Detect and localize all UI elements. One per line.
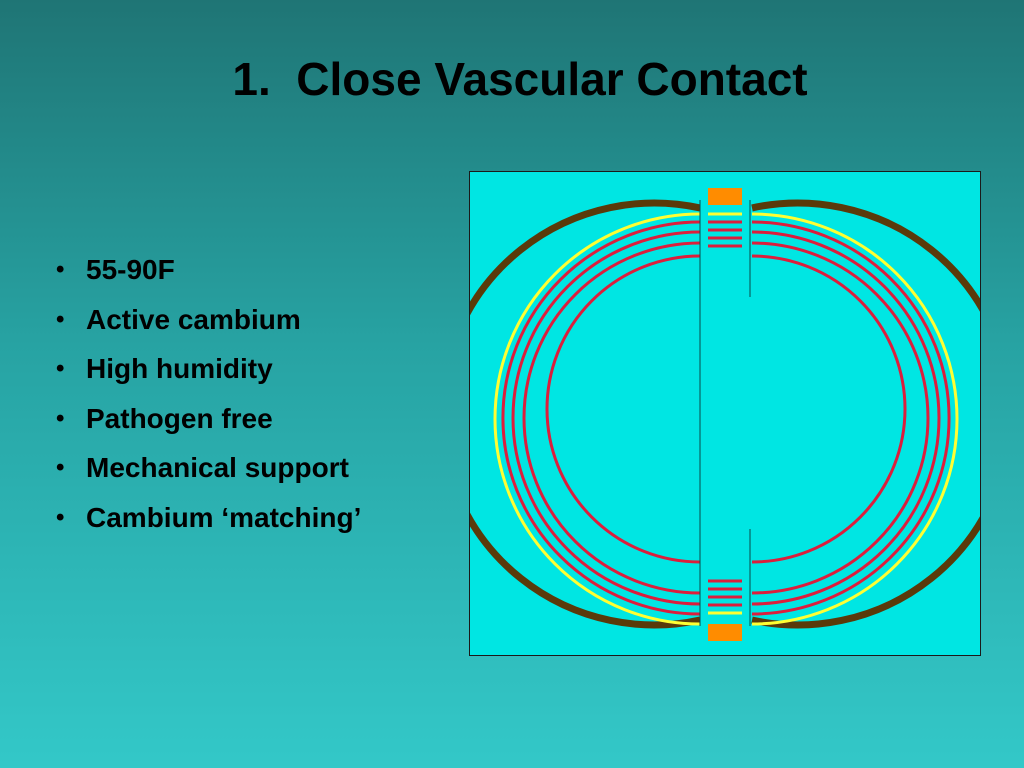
rootstock-vascular-ring-1: [501, 220, 701, 616]
rootstock-vascular-ring-4: [545, 254, 701, 564]
bullet-list: • 55-90F • Active cambium • High humidit…: [56, 248, 361, 545]
rootstock-vascular-ring-right-2: [751, 230, 941, 606]
bullet-text: Active cambium: [86, 303, 301, 335]
bullet-item-temperature: • 55-90F: [56, 248, 361, 298]
bullet-text: Cambium ‘matching’: [86, 501, 362, 533]
rootstock-vascular-ring-right-1: [751, 220, 951, 616]
bullet-item-mechanical-support: • Mechanical support: [56, 446, 361, 496]
bullet-dot-icon: •: [56, 454, 65, 481]
graft-diagram-svg: [470, 188, 980, 641]
bullet-dot-icon: •: [56, 404, 65, 432]
bullet-text: Pathogen free: [86, 402, 273, 434]
bullet-item-active-cambium: • Active cambium: [56, 298, 361, 348]
rootstock-cambium-ring-right: [751, 212, 959, 626]
rootstock-cambium-ring: [493, 212, 701, 626]
bullet-item-pathogen-free: • Pathogen free: [56, 397, 361, 447]
rootstock-vascular-ring-right-3: [751, 241, 930, 595]
rootstock-bark-ring: [470, 199, 701, 629]
bullet-dot-icon: •: [56, 355, 65, 382]
bullet-dot-icon: •: [56, 256, 65, 283]
slide-title: 1. Close Vascular Contact: [232, 53, 808, 105]
bullet-item-cambium-matching: • Cambium ‘matching’: [56, 496, 361, 546]
rootstock-vascular-ring-3: [522, 241, 701, 595]
rootstock-vascular-ring-right-4: [751, 254, 907, 564]
bullet-item-high-humidity: • High humidity: [56, 347, 361, 397]
bullet-dot-icon: •: [56, 305, 65, 333]
bullet-text: High humidity: [86, 353, 273, 384]
scion-top-tip: [708, 188, 742, 205]
rootstock-bark-ring-right: [751, 199, 980, 629]
bullet-text: Mechanical support: [86, 452, 349, 483]
rootstock-section: [470, 199, 701, 629]
bullet-dot-icon: •: [56, 503, 65, 531]
bullet-text: 55-90F: [86, 254, 175, 285]
scion-strip: [700, 200, 750, 640]
graft-cross-section-diagram: [469, 171, 981, 656]
rootstock-section-right: [751, 199, 980, 629]
scion-bottom-tip: [708, 624, 742, 641]
rootstock-vascular-ring-2: [511, 230, 701, 606]
scion-section: [699, 188, 751, 641]
